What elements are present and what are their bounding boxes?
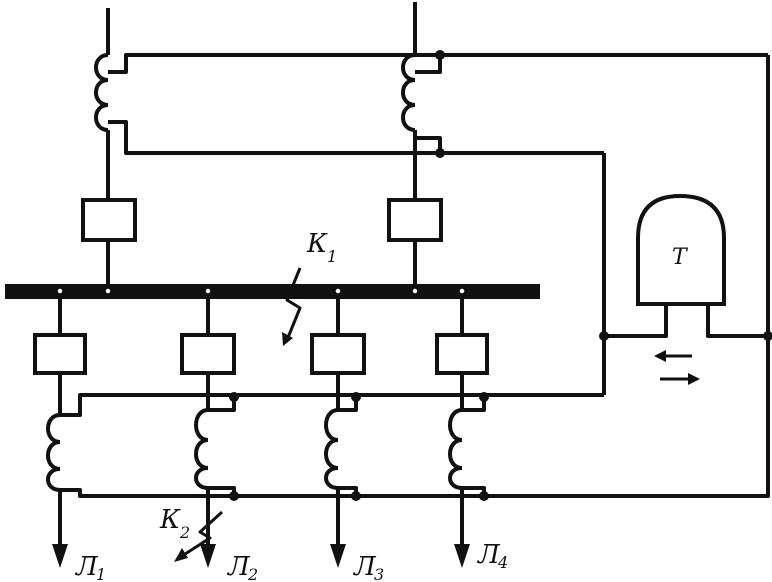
k1-label: К [306,229,328,259]
breaker-l4 [435,333,489,375]
upper-secondary-wiring [108,50,770,395]
current-transformer-l2 [194,408,209,490]
k2-label: К [159,505,181,535]
breaker-l3 [310,333,366,375]
busbar [5,284,540,299]
outgoing-feeder-3 [310,299,366,568]
line-label-4: Л [476,540,501,570]
line-label-4-sub: 4 [497,553,508,572]
supply-feeder-left [81,8,137,285]
current-transformer-upper-left [94,53,109,132]
outgoing-feeder-2 [180,299,236,568]
relay-label: Т [672,245,689,270]
relay-body [636,193,726,306]
relay-t: Т [599,193,772,341]
current-transformer-l1 [46,413,61,492]
breaker-upper-right [387,198,443,242]
current-transformer-upper-right [401,53,416,132]
outgoing-feeder-1 [33,299,87,568]
k1-subscript: 1 [327,247,337,266]
line-labels: Л 1 Л 2 Л 3 Л 4 [74,540,508,582]
current-transformer-l4 [448,408,463,490]
breaker-l1 [33,333,87,375]
fault-marker-k1: К 1 [282,229,337,346]
line-label-3: Л [352,552,377,582]
line-label-1: Л [74,552,99,582]
line-label-1-sub: 1 [96,565,106,582]
breaker-upper-left [81,198,137,242]
line-label-3-sub: 3 [374,565,384,582]
breaker-l2 [180,333,236,375]
lower-secondary-wiring [60,336,770,501]
fault-marker-k2: К 2 [159,505,224,562]
k2-subscript: 2 [179,523,190,542]
outgoing-feeder-4 [435,299,489,568]
current-transformer-l3 [324,408,339,490]
direction-arrows [654,350,700,385]
line-label-2: Л [226,552,251,582]
line-label-2-sub: 2 [247,565,258,582]
supply-feeder-right [387,2,443,285]
